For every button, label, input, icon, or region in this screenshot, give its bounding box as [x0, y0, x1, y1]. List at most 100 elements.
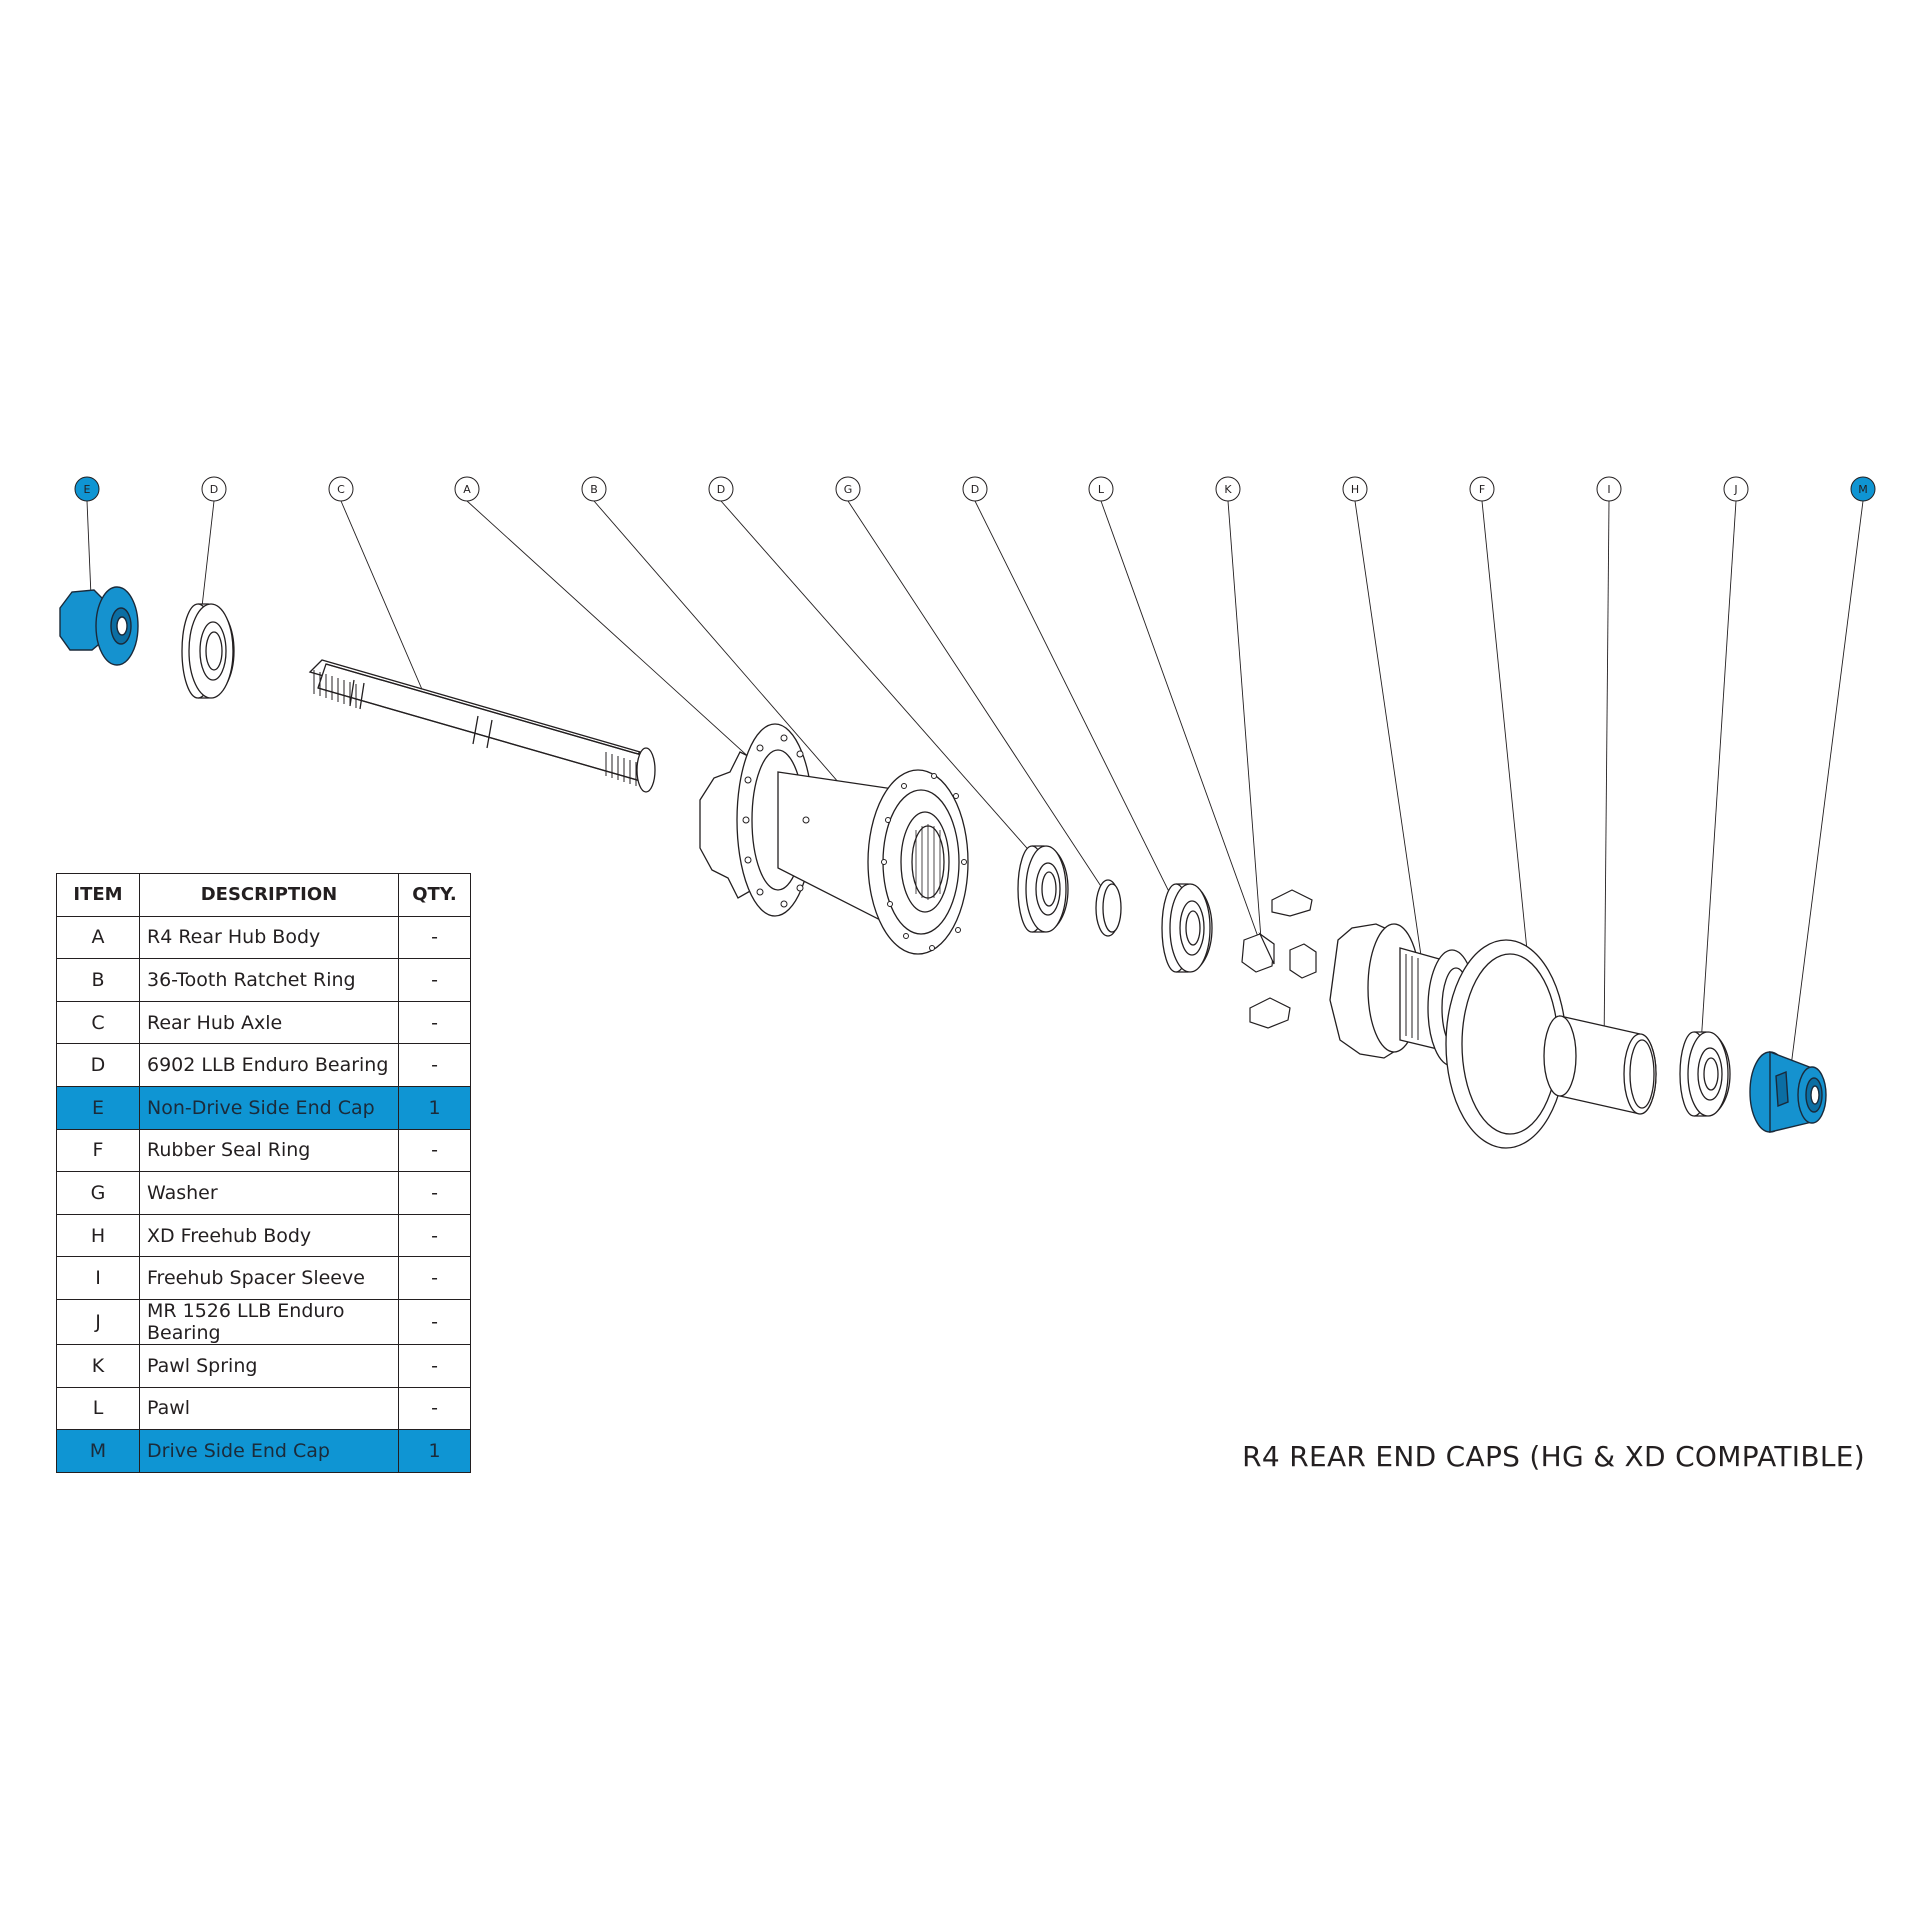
- callout-label: F: [1479, 483, 1485, 496]
- header-description: DESCRIPTION: [139, 873, 399, 917]
- callout-b: B: [581, 476, 607, 502]
- callout-label: D: [210, 483, 218, 496]
- callout-label: D: [971, 483, 979, 496]
- description-cell: MR 1526 LLB Enduro Bearing: [139, 1298, 399, 1345]
- item-cell: M: [56, 1429, 140, 1473]
- qty-cell: -: [398, 1000, 471, 1045]
- leader-line: [1699, 500, 1737, 1061]
- item-cell: L: [56, 1386, 140, 1431]
- callout-label: M: [1858, 483, 1868, 496]
- qty-cell: -: [398, 1043, 471, 1087]
- callout-label: K: [1224, 483, 1232, 496]
- item-cell: E: [56, 1085, 140, 1130]
- callout-label: H: [1351, 483, 1359, 496]
- description-cell: 36-Tooth Ratchet Ring: [139, 958, 399, 1002]
- qty-cell: -: [398, 958, 471, 1002]
- description-cell: Non-Drive Side End Cap: [139, 1085, 399, 1130]
- callout-circle: [962, 476, 988, 502]
- description-cell: Rear Hub Axle: [139, 1000, 399, 1045]
- part-d-bearing-1: [181, 603, 235, 699]
- leader-line: [340, 500, 431, 709]
- callout-h: H: [1342, 476, 1368, 502]
- qty-cell: -: [398, 1128, 471, 1173]
- callout-circle: [1342, 476, 1368, 502]
- leader-line: [974, 500, 1187, 927]
- part-e-non-drive-end-cap: [59, 586, 139, 666]
- item-cell: J: [56, 1298, 140, 1345]
- callout-circle: [1596, 476, 1622, 502]
- qty-cell: -: [398, 915, 471, 960]
- qty-cell: 1: [398, 1085, 471, 1130]
- callout-circle: [201, 476, 227, 502]
- callout-label: G: [844, 483, 853, 496]
- qty-cell: -: [398, 1386, 471, 1431]
- leader-line: [720, 500, 1049, 873]
- header-item: ITEM: [56, 873, 140, 917]
- item-cell: A: [56, 915, 140, 960]
- callout-circle: [1723, 476, 1749, 502]
- leader-lines: [86, 500, 1864, 1091]
- callout-j: J: [1723, 476, 1749, 502]
- description-cell: XD Freehub Body: [139, 1213, 399, 1258]
- callout-circle: [1088, 476, 1114, 502]
- part-f-rubber-seal-ring: [1445, 939, 1567, 1149]
- callout-label: A: [463, 483, 471, 496]
- item-cell: D: [56, 1043, 140, 1087]
- description-cell: Freehub Spacer Sleeve: [139, 1256, 399, 1300]
- item-cell: K: [56, 1343, 140, 1388]
- item-cell: B: [56, 958, 140, 1002]
- callout-label: E: [84, 483, 91, 496]
- item-cell: H: [56, 1213, 140, 1258]
- callout-label: L: [1098, 483, 1105, 496]
- callout-f: F: [1469, 476, 1495, 502]
- callout-k: K: [1215, 476, 1241, 502]
- leader-line: [1787, 500, 1864, 1091]
- leader-line: [847, 500, 1111, 901]
- part-j-bearing: [1679, 1031, 1731, 1117]
- leader-line: [1354, 500, 1427, 991]
- callout-m: M: [1850, 476, 1876, 502]
- callout-circle: [1469, 476, 1495, 502]
- callout-label: B: [590, 483, 598, 496]
- leader-line: [1603, 500, 1610, 1051]
- description-cell: Pawl Spring: [139, 1343, 399, 1388]
- item-cell: C: [56, 1000, 140, 1045]
- callout-circle: [328, 476, 354, 502]
- part-l-pawl-k-spring-set: [1241, 889, 1317, 1029]
- item-cell: I: [56, 1256, 140, 1300]
- diagram-title: R4 REAR END CAPS (HG & XD COMPATIBLE): [1242, 1440, 1865, 1473]
- callout-circle: [1850, 476, 1876, 502]
- callout-circle: [1215, 476, 1241, 502]
- qty-cell: 1: [398, 1429, 471, 1473]
- description-cell: Washer: [139, 1171, 399, 1215]
- callout-label: D: [717, 483, 725, 496]
- description-cell: 6902 LLB Enduro Bearing: [139, 1043, 399, 1087]
- item-cell: F: [56, 1128, 140, 1173]
- qty-cell: -: [398, 1213, 471, 1258]
- header-qty: QTY.: [398, 873, 471, 917]
- description-cell: Rubber Seal Ring: [139, 1128, 399, 1173]
- callout-e: E: [74, 476, 100, 502]
- description-cell: R4 Rear Hub Body: [139, 915, 399, 960]
- callout-c: C: [328, 476, 354, 502]
- callout-g: G: [835, 476, 861, 502]
- callout-l: L: [1088, 476, 1114, 502]
- description-cell: Drive Side End Cap: [139, 1429, 399, 1473]
- callout-label: C: [337, 483, 345, 496]
- callout-circle: [581, 476, 607, 502]
- callout-d: D: [201, 476, 227, 502]
- part-d-bearing-3: [1161, 883, 1213, 973]
- qty-cell: -: [398, 1298, 471, 1345]
- part-g-washer: [1095, 879, 1122, 937]
- leader-line: [1227, 500, 1263, 953]
